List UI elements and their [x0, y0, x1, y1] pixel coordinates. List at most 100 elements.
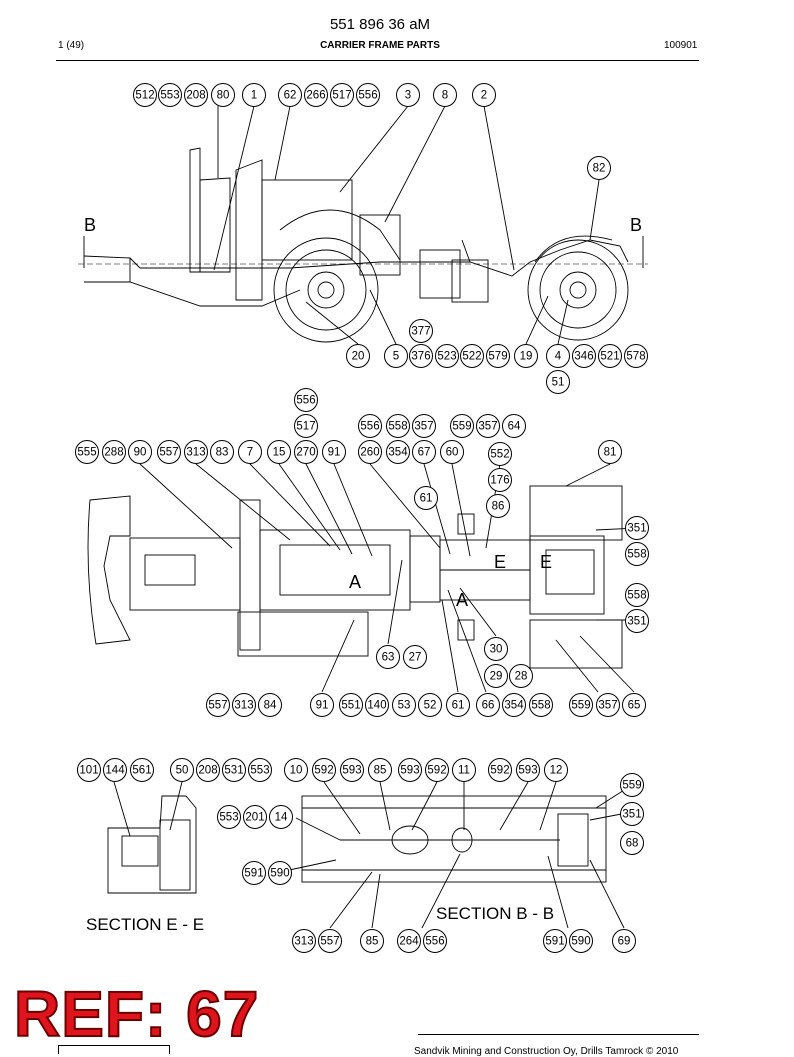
part-callout-label: 85: [366, 936, 379, 948]
date-code: 100901: [664, 40, 698, 51]
part-callout-label: 591: [545, 936, 564, 948]
part-callout-64: 64: [502, 414, 526, 438]
part-callout-label: 52: [424, 700, 437, 712]
part-callout-label: 3: [405, 90, 411, 102]
part-callout-label: 85: [374, 765, 387, 777]
part-callout-357: 357: [476, 414, 500, 438]
part-callout-91: 91: [310, 693, 334, 717]
part-callout-label: 313: [294, 936, 313, 948]
part-callout-label: 63: [382, 652, 395, 664]
part-callout-label: 559: [622, 780, 641, 792]
part-callout-357: 357: [596, 693, 620, 717]
part-callout-12: 12: [544, 758, 568, 782]
part-callout-label: 29: [490, 671, 503, 683]
part-callout-label: 559: [571, 700, 590, 712]
part-callout-593: 593: [398, 758, 422, 782]
part-callout-517: 517: [294, 414, 318, 438]
part-callout-351: 351: [625, 609, 649, 633]
part-callout-62: 62: [278, 83, 302, 107]
part-callout-176: 176: [488, 468, 512, 492]
part-callout-label: 90: [134, 447, 147, 459]
section-views-drawing: [107, 781, 633, 929]
part-callout-260: 260: [358, 440, 382, 464]
part-callout-376: 376: [409, 344, 433, 368]
part-callout-label: 1: [251, 90, 257, 102]
part-callout-label: 12: [550, 765, 563, 777]
part-callout-81: 81: [598, 440, 622, 464]
section-marker-b-right: B: [630, 215, 642, 235]
part-callout-91: 91: [322, 440, 346, 464]
part-callout-561: 561: [130, 758, 154, 782]
part-callout-label: 5: [393, 351, 399, 363]
part-callout-4: 4: [546, 344, 570, 368]
part-callout-label: 593: [342, 765, 361, 777]
part-callout-label: 556: [425, 936, 444, 948]
part-callout-label: 83: [216, 447, 229, 459]
part-callout-label: 592: [314, 765, 333, 777]
part-callout-label: 84: [264, 700, 277, 712]
part-callout-578: 578: [624, 344, 648, 368]
part-callout-351: 351: [625, 516, 649, 540]
part-callout-label: 7: [247, 447, 253, 459]
part-callout-label: 28: [515, 671, 528, 683]
part-callout-label: 64: [508, 421, 521, 433]
section-marker-e-left: E: [494, 552, 506, 572]
part-callout-313: 313: [184, 440, 208, 464]
part-callout-53: 53: [392, 693, 416, 717]
part-callout-label: 558: [531, 700, 550, 712]
part-callout-512: 512: [133, 83, 157, 107]
part-callout-label: 351: [627, 523, 646, 535]
part-callout-346: 346: [572, 344, 596, 368]
part-callout-29: 29: [484, 664, 508, 688]
part-callout-558: 558: [625, 542, 649, 566]
part-callout-69: 69: [612, 929, 636, 953]
part-callout-label: 144: [105, 765, 125, 777]
document-number: 551 896 36 aM: [329, 16, 431, 33]
part-callout-313: 313: [292, 929, 316, 953]
part-callout-531: 531: [222, 758, 246, 782]
part-callout-label: 80: [217, 90, 230, 102]
part-callout-556: 556: [358, 414, 382, 438]
header-divider: [56, 60, 699, 61]
part-callout-557: 557: [206, 693, 230, 717]
part-callout-86: 86: [486, 494, 510, 518]
part-callout-label: 351: [622, 809, 641, 821]
part-callout-313: 313: [232, 693, 256, 717]
part-callout-592: 592: [425, 758, 449, 782]
part-callout-label: 517: [332, 90, 351, 102]
part-callout-82: 82: [587, 156, 611, 180]
part-callout-label: 553: [160, 90, 179, 102]
part-callout-label: 521: [600, 351, 619, 363]
part-callout-354: 354: [386, 440, 410, 464]
part-callout-label: 377: [411, 326, 430, 338]
part-callout-label: 593: [518, 765, 537, 777]
part-callout-517: 517: [330, 83, 354, 107]
part-callout-264: 264: [397, 929, 421, 953]
part-callout-label: 557: [159, 447, 178, 459]
part-callout-11: 11: [452, 758, 476, 782]
part-callout-label: 208: [186, 90, 205, 102]
part-callout-label: 62: [284, 90, 297, 102]
part-callout-label: 68: [626, 838, 639, 850]
section-letters: B B A A E E: [84, 215, 642, 610]
part-callout-52: 52: [418, 693, 442, 717]
part-callout-label: 555: [77, 447, 96, 459]
part-callout-553: 553: [248, 758, 272, 782]
part-callout-label: 593: [400, 765, 419, 777]
part-callout-101: 101: [77, 758, 101, 782]
part-callout-label: 357: [598, 700, 617, 712]
part-callout-556: 556: [294, 388, 318, 412]
part-callout-label: 522: [462, 351, 481, 363]
part-callout-label: 86: [492, 501, 505, 513]
part-callout-30: 30: [484, 637, 508, 661]
part-callout-label: 10: [290, 765, 303, 777]
part-callout-label: 551: [341, 700, 360, 712]
part-callout-559: 559: [450, 414, 474, 438]
part-callout-19: 19: [514, 344, 538, 368]
part-callout-8: 8: [433, 83, 457, 107]
part-callout-label: 201: [245, 812, 264, 824]
part-callout-354: 354: [502, 693, 526, 717]
part-callout-label: 556: [358, 90, 377, 102]
